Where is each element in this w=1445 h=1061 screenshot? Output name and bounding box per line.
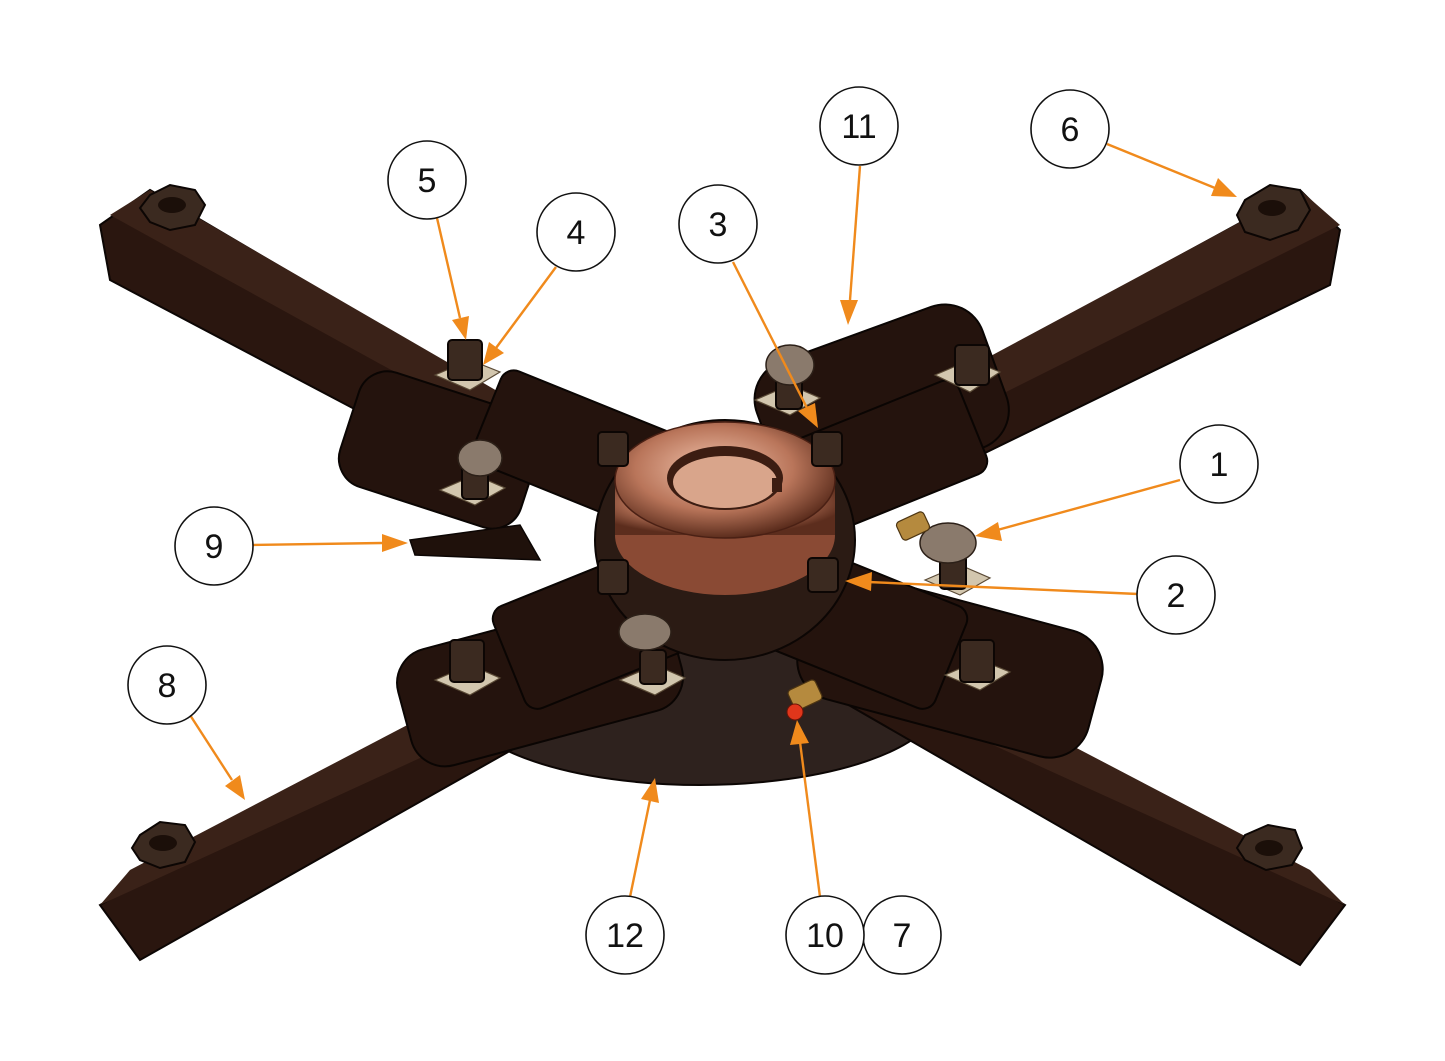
callout-1: 1: [1179, 424, 1259, 504]
callout-12: 12: [585, 895, 665, 975]
leader-8: [188, 714, 234, 781]
leader-5: [435, 217, 462, 319]
callout-9-label: 9: [205, 528, 224, 566]
clamp-bolt-upper-right: [933, 344, 1002, 393]
leader-lines: [188, 142, 1237, 898]
callout-7-label: 7: [893, 917, 912, 955]
leader-11: [848, 165, 862, 301]
leader-9: [251, 541, 383, 547]
callout-3: 3: [678, 184, 758, 264]
adjust-knob-right: [919, 522, 992, 596]
plate-bolt-2: [811, 431, 843, 467]
adjust-knob-upper-left: [438, 439, 507, 506]
adjust-knob-lower-left: [618, 613, 687, 696]
leader-4: [495, 266, 557, 349]
callout-10: 10: [785, 895, 865, 975]
blade-plate: [409, 524, 542, 561]
callout-11: 11: [819, 86, 899, 166]
callouts: 1 2 3 4 5 6 7 8: [127, 86, 1259, 975]
leader-6: [1106, 142, 1216, 190]
callout-1-label: 1: [1210, 446, 1229, 484]
callout-4-label: 4: [567, 214, 586, 252]
leader-3: [731, 261, 810, 411]
plate-bolt-4: [807, 557, 839, 593]
leader-7-10: [798, 741, 822, 898]
callout-8-label: 8: [158, 667, 177, 705]
clamp-bolt-lower-right: [943, 639, 1012, 691]
callout-5: 5: [387, 140, 467, 220]
callout-2-label: 2: [1167, 577, 1186, 615]
callout-3-label: 3: [709, 206, 728, 244]
callout-7: 7: [862, 895, 942, 975]
copper-hub-collar: [614, 421, 836, 595]
callout-10-label: 10: [806, 917, 844, 955]
leader-1: [989, 478, 1181, 534]
callout-5-label: 5: [418, 162, 437, 200]
leader-2: [867, 580, 1139, 596]
clamp-bolt-upper-left: [433, 339, 502, 391]
callout-4: 4: [536, 192, 616, 272]
callout-12-label: 12: [606, 917, 644, 955]
callout-6: 6: [1030, 89, 1110, 169]
callout-8: 8: [127, 645, 207, 725]
callout-11-label: 11: [841, 108, 876, 146]
grease-nipple: [786, 679, 823, 721]
plate-bolt-3: [597, 559, 629, 595]
clamp-bolt-lower-left: [433, 639, 502, 696]
callout-2: 2: [1136, 555, 1216, 635]
plate-bolt-1: [597, 431, 629, 467]
brass-fitting-right: [895, 511, 931, 541]
callout-9: 9: [174, 506, 254, 586]
spider-assembly: [98, 183, 1347, 967]
callout-6-label: 6: [1061, 111, 1080, 149]
leader-12: [628, 799, 652, 898]
